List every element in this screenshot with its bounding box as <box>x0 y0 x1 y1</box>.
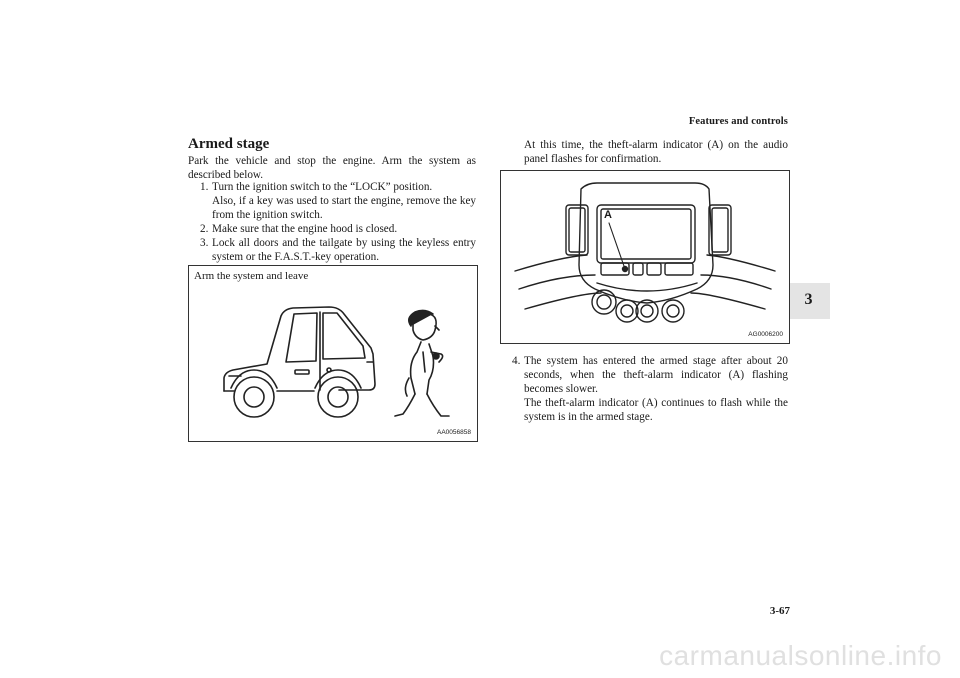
figure-arm-and-leave: Arm the system and leave <box>188 265 478 442</box>
chapter-number: 3 <box>804 291 813 308</box>
chapter-tab: 3 <box>787 283 830 319</box>
step-note: The theft-alarm indicator (A) continues … <box>524 397 788 423</box>
section-title: Armed stage <box>188 136 270 152</box>
step-text: Turn the ignition switch to the “LOCK” p… <box>212 181 433 193</box>
step-text: The system has entered the armed stage a… <box>524 355 788 395</box>
step-text: Lock all doors and the tailgate by using… <box>212 237 476 263</box>
step-number: 3. <box>200 237 209 249</box>
step-number: 2. <box>200 223 209 235</box>
indicator-label-a: A <box>604 209 612 221</box>
intro-paragraph: Park the vehicle and stop the engine. Ar… <box>188 155 476 181</box>
figure-audio-panel: A AG0006200 <box>500 170 790 344</box>
step-number: 4. <box>512 355 521 367</box>
running-header: Features and controls <box>688 116 788 127</box>
page-number: 3-67 <box>769 605 790 617</box>
step-note: Also, if a key was used to start the eng… <box>212 195 476 221</box>
step-1: 1. Turn the ignition switch to the “LOCK… <box>200 180 476 194</box>
car-and-person-illustration <box>223 306 450 418</box>
step-4: 4. The system has entered the armed stag… <box>512 354 788 410</box>
right-intro-paragraph: At this time, the theft-alarm indicator … <box>524 139 788 165</box>
step-4-note: The theft-alarm indicator (A) continues … <box>512 396 788 424</box>
audio-panel-illustration <box>514 182 776 323</box>
step-text: Make sure that the engine hood is closed… <box>212 223 398 235</box>
figure-code: AG0006200 <box>748 331 783 338</box>
step-number: 1. <box>200 181 209 193</box>
figure-code: AA0056858 <box>437 429 471 436</box>
step-2: 2. Make sure that the engine hood is clo… <box>200 222 476 236</box>
step-1-note: Also, if a key was used to start the eng… <box>200 194 476 222</box>
figure-caption: Arm the system and leave <box>194 270 309 282</box>
step-3: 3. Lock all doors and the tailgate by us… <box>200 236 476 264</box>
watermark: carmanualsonline.info <box>659 640 942 671</box>
